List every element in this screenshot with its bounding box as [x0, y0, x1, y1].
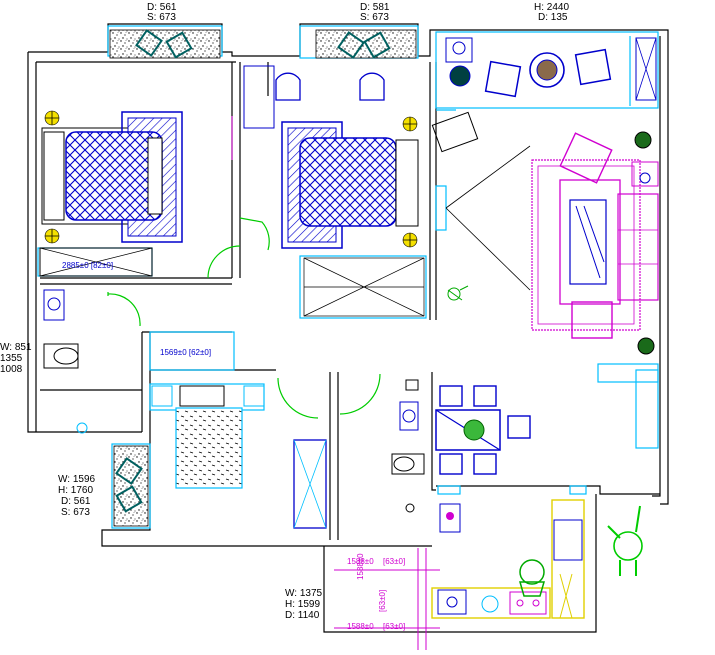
kitchen-top-dimension-b: [63±0] — [383, 557, 406, 566]
left-mid-d-label: 1008 — [0, 364, 23, 375]
top-mid-s-label: S: 673 — [360, 12, 389, 23]
bedroom-2 — [243, 65, 425, 317]
top-right-d-label: D: 135 — [538, 12, 568, 23]
kitchen-bottom-dimension-b: [63±0] — [383, 622, 406, 631]
bathroom-1 — [43, 289, 88, 434]
planters — [109, 29, 417, 527]
bedroom1-dimension: 2885±0 [82±0] — [62, 261, 114, 270]
dining-area — [435, 385, 531, 533]
left-low-d-label: D: 561 — [61, 496, 91, 507]
hall-dimension: 1569±0 [62±0] — [160, 348, 212, 357]
top-left-s-label: S: 673 — [147, 12, 176, 23]
kitchen-side-dimension-a: 1588±0 — [356, 553, 365, 580]
kitchen — [431, 499, 643, 619]
top-right-h-label: H: 2440 — [534, 2, 570, 13]
top-mid-d-label: D: 581 — [360, 2, 390, 13]
left-low-w-label: W: 1596 — [58, 474, 96, 485]
bathroom-2 — [391, 379, 425, 513]
bottom-h-label: H: 1599 — [285, 599, 321, 610]
left-mid-w-label: W: 851 — [0, 342, 32, 353]
bottom-w-label: W: 1375 — [285, 588, 323, 599]
doors — [107, 217, 381, 419]
kitchen-top-dimension-a: 1588±0 — [347, 557, 374, 566]
bedroom-1 — [39, 110, 183, 277]
kitchen-bottom-dimension-a: 1588±0 — [347, 622, 374, 631]
left-mid-h-label: 1355 — [0, 353, 23, 364]
top-left-d-label: D: 561 — [147, 2, 177, 13]
walls — [27, 23, 669, 633]
living-room — [431, 37, 659, 355]
guide-lines — [231, 116, 440, 650]
bedroom-3 — [149, 383, 327, 529]
kitchen-side-dimension-b: [63±0] — [378, 589, 387, 612]
bottom-d-label: D: 1140 — [285, 610, 320, 621]
left-low-h-label: H: 1760 — [58, 485, 94, 496]
left-low-s-label: S: 673 — [61, 507, 90, 518]
